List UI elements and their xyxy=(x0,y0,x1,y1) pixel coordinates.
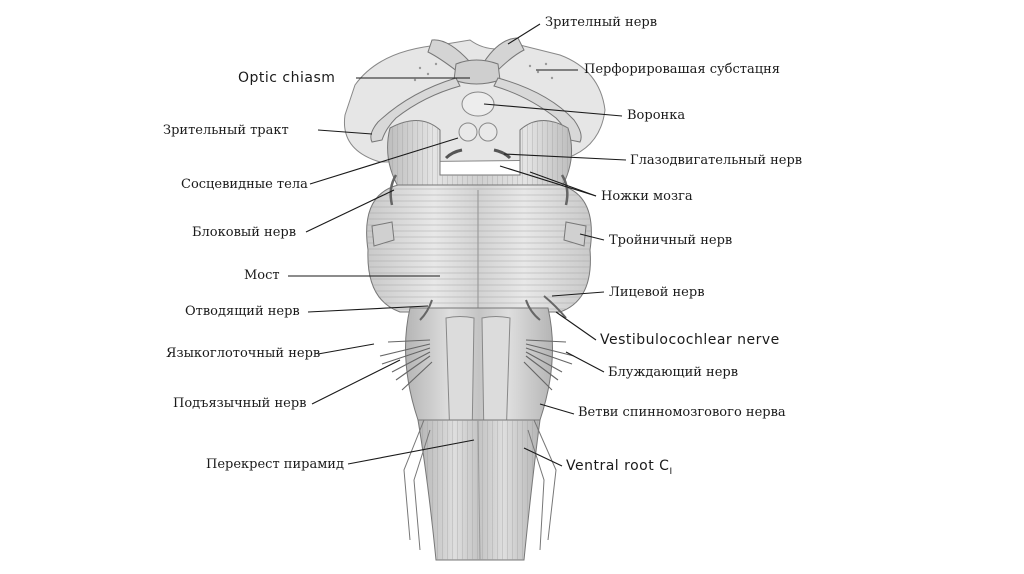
label-oculomotor-nerve: Глазодвигательный нерв xyxy=(630,153,803,168)
label-pons: Мост xyxy=(244,268,280,283)
leader-lines xyxy=(288,23,627,467)
label-spinal-accessory-branches: Ветви спинномозгового нерва xyxy=(578,405,786,420)
label-perforated-substance: Перфорировашая субстацня xyxy=(584,62,780,77)
cranial-nerve-rootlets-right xyxy=(523,339,575,391)
trochlear-nerve-right-shape xyxy=(560,174,569,206)
label-hypoglossal-nerve: Подъязычный нерв xyxy=(173,396,307,411)
label-glossopharyngeal-nerve: Языкоглоточный нерв xyxy=(166,346,321,361)
mammillary-body-left xyxy=(458,122,478,142)
label-mammillary-bodies: Сосцевидные тела xyxy=(181,177,308,192)
label-trochlear-nerve: Блоковый нерв xyxy=(192,225,297,240)
ventral-root-text: Ventral root C xyxy=(566,458,670,474)
label-facial-nerve: Лицевой нерв xyxy=(609,285,705,300)
label-optic-nerve: Зрителный нерв xyxy=(545,15,658,30)
mammillary-body-right xyxy=(478,122,498,142)
infundibulum-shape xyxy=(461,91,495,117)
medulla-shape xyxy=(405,307,553,421)
label-pyramid-decussation: Перекрест пирамид xyxy=(206,457,344,472)
optic-tract-left xyxy=(370,77,461,143)
label-optic-chiasm: Optic chiasm xyxy=(238,70,336,86)
ventral-root-subscript: I xyxy=(669,466,673,477)
label-optic-tract: Зрительный тракт xyxy=(163,123,289,138)
optic-chiasm-shape xyxy=(453,59,501,85)
perforated-substance-dots xyxy=(413,62,554,82)
trochlear-nerve-left-shape xyxy=(389,174,398,206)
label-vestibulocochlear-nerve: Vestibulocochlear nerve xyxy=(600,332,780,348)
label-cerebral-peduncles: Ножки мозга xyxy=(601,189,693,204)
cranial-nerve-rootlets-left xyxy=(379,339,433,391)
trigeminal-nerve-right-shape xyxy=(563,221,587,247)
label-ventral-root: Ventral root CI xyxy=(566,458,673,480)
label-abducens-nerve: Отводящий нерв xyxy=(185,304,300,319)
label-infundibulum: Воронка xyxy=(627,108,686,123)
label-trigeminal-nerve: Тройничный нерв xyxy=(609,233,733,248)
oculomotor-nerve-right-shape xyxy=(493,148,512,160)
oculomotor-nerve-left-shape xyxy=(444,148,463,160)
trigeminal-nerve-left-shape xyxy=(371,221,395,247)
spinal-rootlets xyxy=(403,419,557,551)
label-vagus-nerve: Блуждающий нерв xyxy=(608,365,739,380)
optic-tract-right xyxy=(493,77,582,143)
